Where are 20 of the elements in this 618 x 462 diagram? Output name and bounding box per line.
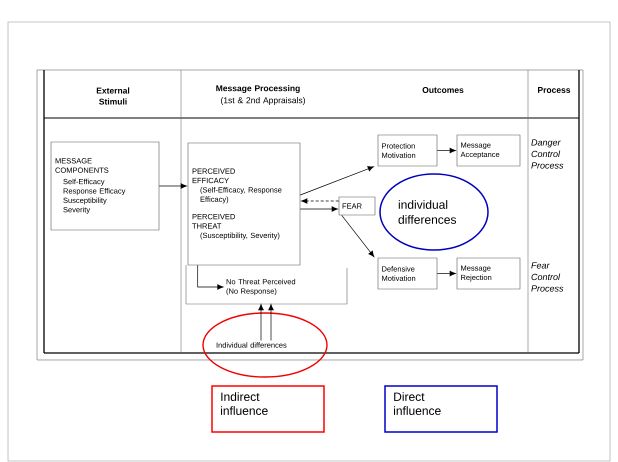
legend-text: Indirect influence (221, 392, 268, 415)
column-heading: External Stimuli (96, 87, 130, 105)
column-heading: Outcomes (422, 87, 464, 93)
arrow (301, 198, 340, 204)
arrow (300, 166, 374, 196)
arrow (258, 304, 264, 341)
process-label: Danger Control Process (531, 139, 564, 169)
arrow (197, 264, 224, 290)
column-heading: Process (538, 87, 570, 93)
arrow (436, 148, 456, 154)
process-label: Fear Control Process (531, 262, 564, 292)
column-subheading: (1st & 2nd Appraisals) (221, 97, 305, 105)
arrow (158, 183, 187, 189)
column-heading: Message Processing (216, 85, 300, 93)
arrow (300, 206, 338, 212)
arrow (341, 214, 374, 258)
highlight-ellipse (202, 312, 328, 378)
legend-text: Direct influence (394, 392, 441, 415)
arrow (436, 270, 456, 276)
arrow (268, 304, 274, 341)
